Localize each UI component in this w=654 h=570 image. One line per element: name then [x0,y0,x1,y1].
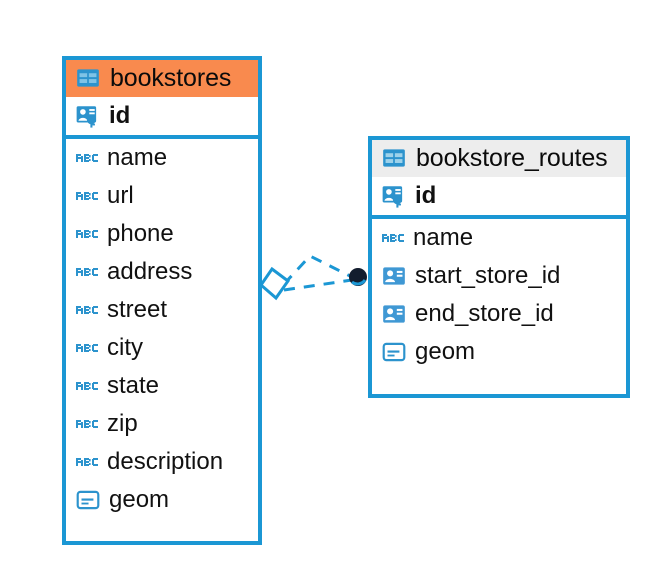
field-label-state: state [107,371,160,399]
entity-header-bookstore-routes[interactable]: bookstore_routes [372,140,626,177]
primary-key-icon [382,186,403,208]
field-label-pk: id [109,101,131,129]
field-row-end-store-id[interactable]: end_store_id [372,295,626,333]
string-type-icon [76,191,98,200]
pk-section-bookstore-routes: id [372,177,626,219]
fields-section-bookstore-routes: name start_store_id [372,219,626,371]
field-row-geom[interactable]: geom [66,481,258,519]
geometry-type-icon [382,342,406,361]
pk-section-bookstores: id [66,97,258,139]
field-row-description[interactable]: description [66,443,258,481]
field-label-phone: phone [107,219,174,247]
field-row-street[interactable]: street [66,291,258,329]
foreign-key-icon [383,305,405,323]
field-label-zip: zip [107,409,138,437]
field-label-start-store-id: start_store_id [415,261,561,289]
relationship-line-lower [283,278,353,292]
entity-title-bookstores: bookstores [110,64,232,92]
field-row-name[interactable]: name [372,219,626,257]
field-row-pk[interactable]: id [66,97,258,135]
string-type-icon [382,233,404,242]
relationship-line-upper [282,254,353,286]
field-row-start-store-id[interactable]: start_store_id [372,257,626,295]
field-row-url[interactable]: url [66,177,258,215]
string-type-icon [76,381,98,390]
field-row-name[interactable]: name [66,139,258,177]
entity-bookstores[interactable]: bookstores id [62,56,262,545]
entity-header-bookstores[interactable]: bookstores [66,60,258,97]
string-type-icon [76,419,98,428]
table-icon [77,69,99,88]
field-label-name: name [107,143,168,171]
table-icon [383,149,405,168]
field-row-phone[interactable]: phone [66,215,258,253]
field-label-geom: geom [109,485,170,513]
field-label-end-store-id: end_store_id [415,299,554,327]
string-type-icon [76,457,98,466]
field-label-street: street [107,295,168,323]
field-row-pk[interactable]: id [372,177,626,215]
string-type-icon [76,343,98,352]
field-row-state[interactable]: state [66,367,258,405]
field-label-description: description [107,447,224,475]
field-row-address[interactable]: address [66,253,258,291]
string-type-icon [76,229,98,238]
primary-key-icon [76,106,97,128]
geometry-type-icon [76,490,100,509]
string-type-icon [76,305,98,314]
field-label-city: city [107,333,143,361]
field-row-city[interactable]: city [66,329,258,367]
filled-circle-icon [349,268,367,286]
field-label-url: url [107,181,134,209]
foreign-key-icon [383,267,405,285]
field-label-address: address [107,257,193,285]
string-type-icon [76,153,98,162]
entity-title-bookstore-routes: bookstore_routes [416,144,608,172]
string-type-icon [76,267,98,276]
field-label-name: name [413,223,474,251]
field-row-zip[interactable]: zip [66,405,258,443]
diamond-outline-icon [259,266,291,301]
field-label-pk: id [415,181,437,209]
field-row-geom[interactable]: geom [372,333,626,371]
fields-section-bookstores: name url [66,139,258,519]
entity-bookstore-routes[interactable]: bookstore_routes id [368,136,630,398]
field-label-geom: geom [415,337,476,365]
